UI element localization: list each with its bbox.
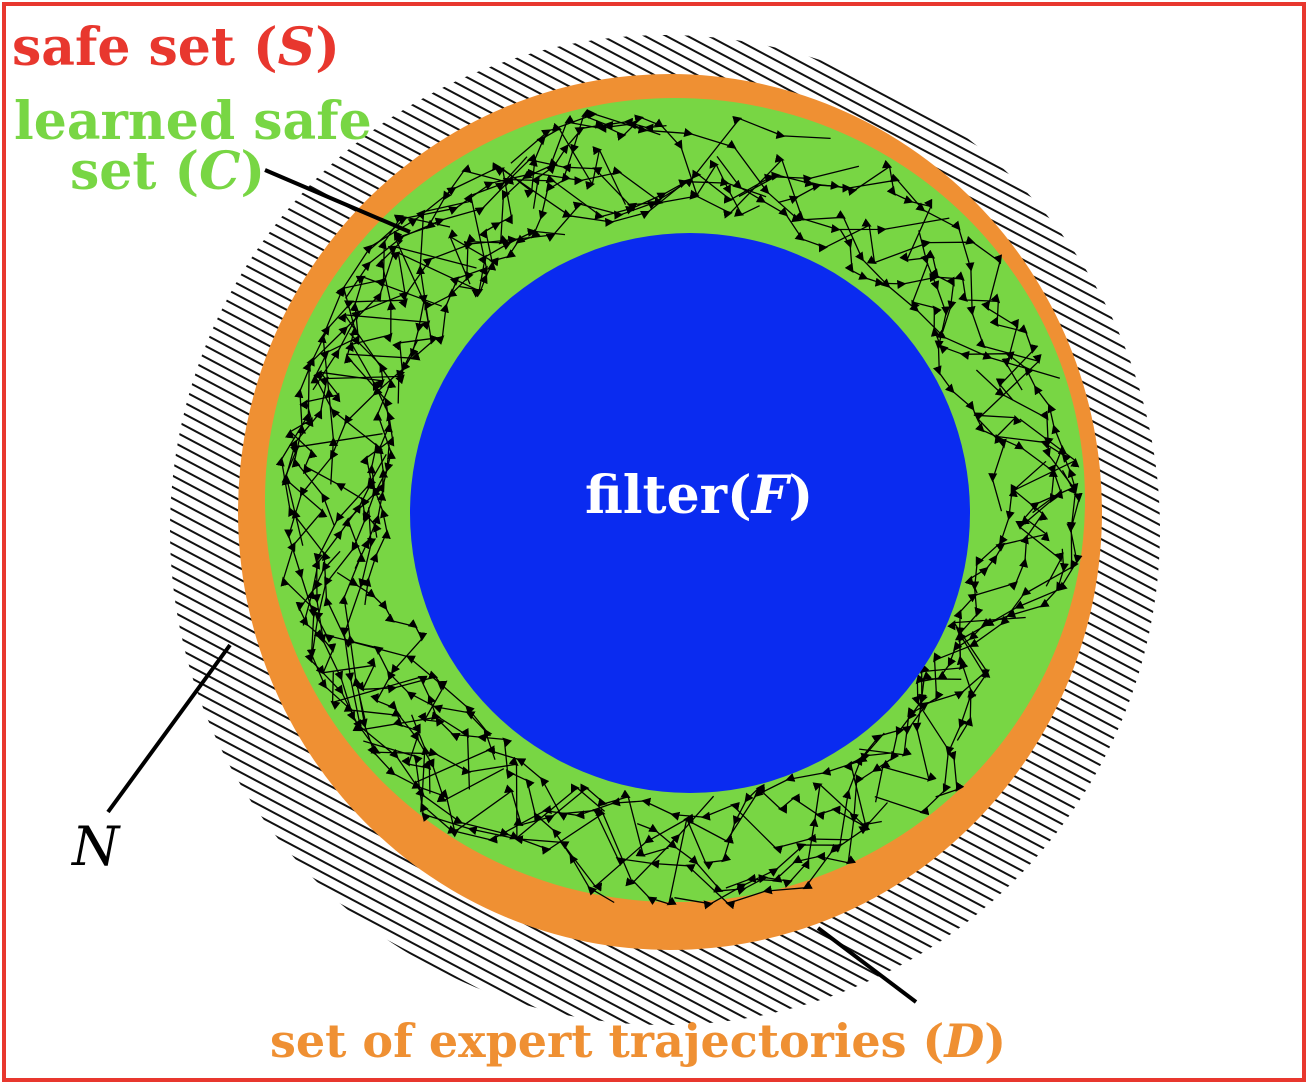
expert-trajectory [281,156,528,546]
filter-text: filter( [585,465,752,526]
expert-text: set of expert trajectories ( [270,1014,945,1068]
expert-trajectory [964,414,1077,594]
learned-line2-text: set ( [70,141,200,202]
safe-set-label: safe set (S) [12,22,340,74]
filter-close: ) [788,465,814,526]
learned-set-leader-line [264,168,411,234]
n-label: N [72,820,119,874]
expert-set-leader-line [816,926,918,1004]
filter-label: filter(F) [585,470,813,522]
filter-region [410,233,970,793]
n-leader-line [106,643,232,814]
expert-trajectory [839,229,1039,401]
expert-symbol: D [944,1014,985,1068]
safe-set-symbol: S [277,17,316,78]
n-symbol: N [72,815,120,878]
expert-set-label: set of expert trajectories (D) [270,1018,1006,1064]
trajectory-group [275,108,1083,910]
learned-safe-set-label-line1: learned safe [14,96,372,148]
safe-set-text: safe set ( [12,17,278,78]
learned-line1-text: learned safe [14,91,372,152]
expert-trajectory [295,550,448,723]
expert-close: ) [984,1014,1006,1068]
safe-set-close: ) [315,17,340,78]
learned-close: ) [240,141,266,202]
filter-symbol: F [751,465,789,526]
learned-safe-set-label-line2: set (C) [70,146,265,198]
expert-trajectory [631,783,882,906]
learned-symbol: C [199,141,241,202]
